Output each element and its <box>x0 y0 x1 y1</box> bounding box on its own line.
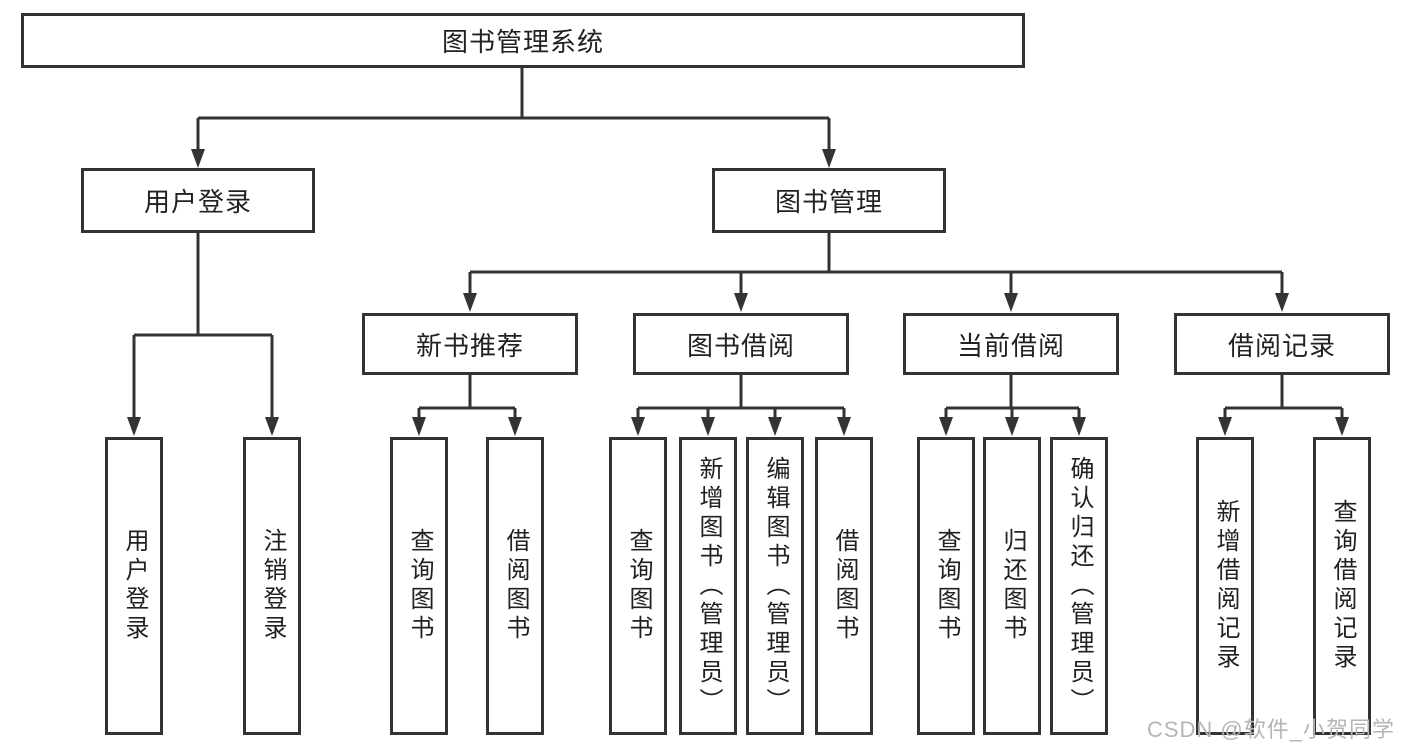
leaf-bb-add-books-admin: 新增图书（管理员） <box>679 437 737 735</box>
node-new-book-recommendation-label: 新书推荐 <box>415 330 524 361</box>
leaf-user-login: 用户登录 <box>105 437 163 735</box>
node-borrowing-records: 借阅记录 <box>1174 313 1390 375</box>
leaf-logout-label: 注销登录 <box>259 528 286 644</box>
leaf-nb-borrow-books-label: 借阅图书 <box>502 528 529 644</box>
leaf-cb-confirm-return-admin-label: 确认归还（管理员） <box>1066 455 1093 717</box>
leaf-cb-return-books-label: 归还图书 <box>999 528 1026 644</box>
leaf-cb-return-books: 归还图书 <box>983 437 1041 735</box>
node-root-system: 图书管理系统 <box>21 13 1025 68</box>
leaf-bb-borrow-books: 借阅图书 <box>815 437 873 735</box>
leaf-logout: 注销登录 <box>243 437 301 735</box>
leaf-user-login-label: 用户登录 <box>121 528 148 644</box>
leaf-br-query-record-label: 查询借阅记录 <box>1329 499 1356 673</box>
leaf-br-add-record-label: 新增借阅记录 <box>1212 499 1239 673</box>
node-book-management: 图书管理 <box>712 168 946 233</box>
leaf-nb-borrow-books: 借阅图书 <box>486 437 544 735</box>
leaf-bb-edit-books-admin-label: 编辑图书（管理员） <box>762 455 789 717</box>
leaf-nb-query-books: 查询图书 <box>390 437 448 735</box>
leaf-br-add-record: 新增借阅记录 <box>1196 437 1254 735</box>
leaf-br-query-record: 查询借阅记录 <box>1313 437 1371 735</box>
leaf-cb-query-books-label: 查询图书 <box>933 528 960 644</box>
leaf-cb-confirm-return-admin: 确认归还（管理员） <box>1050 437 1108 735</box>
csdn-watermark: CSDN @软件_小贺同学 <box>1146 717 1395 742</box>
node-new-book-recommendation: 新书推荐 <box>362 313 578 375</box>
node-current-borrowing: 当前借阅 <box>903 313 1119 375</box>
leaf-bb-borrow-books-label: 借阅图书 <box>831 528 858 644</box>
node-current-borrowing-label: 当前借阅 <box>956 330 1065 361</box>
leaf-nb-query-books-label: 查询图书 <box>406 528 433 644</box>
leaf-cb-query-books: 查询图书 <box>917 437 975 735</box>
leaf-bb-add-books-admin-label: 新增图书（管理员） <box>695 455 722 717</box>
leaf-bb-query-books-label: 查询图书 <box>625 528 652 644</box>
node-book-management-label: 图书管理 <box>774 187 883 217</box>
node-root-system-label: 图书管理系统 <box>441 27 604 57</box>
node-user-login-label: 用户登录 <box>143 187 252 217</box>
node-borrowing-records-label: 借阅记录 <box>1227 330 1336 361</box>
node-user-login: 用户登录 <box>81 168 315 233</box>
node-book-borrowing-label: 图书借阅 <box>686 330 795 361</box>
node-book-borrowing: 图书借阅 <box>633 313 849 375</box>
leaf-bb-edit-books-admin: 编辑图书（管理员） <box>746 437 804 735</box>
leaf-bb-query-books: 查询图书 <box>609 437 667 735</box>
